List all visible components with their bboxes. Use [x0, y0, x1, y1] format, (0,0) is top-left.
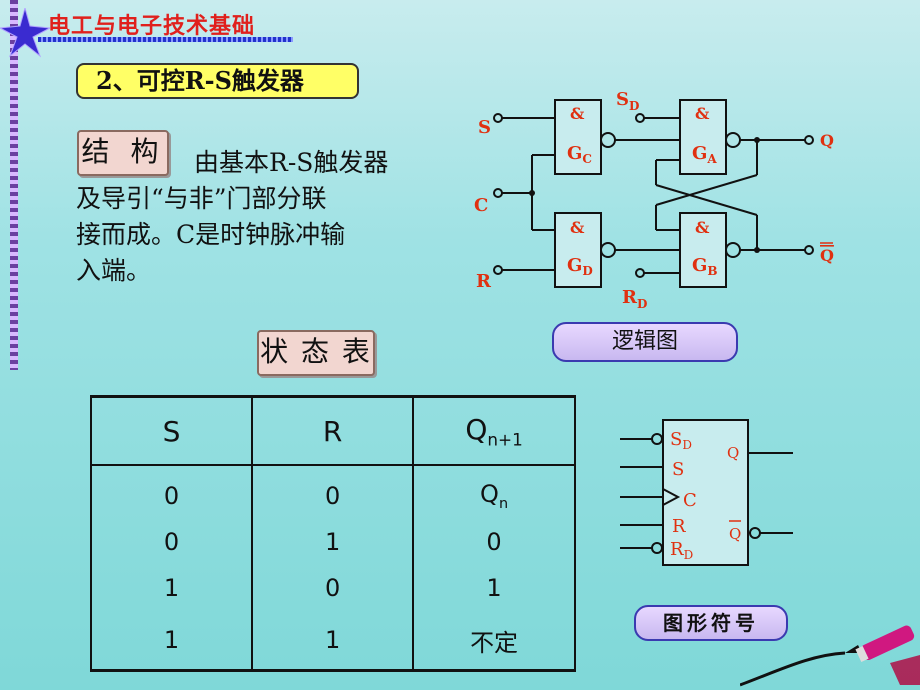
symbol-s-label: S — [672, 459, 684, 480]
symbol-q-label: Q — [727, 444, 739, 462]
svg-text:SD: SD — [670, 429, 692, 452]
gate-b-symbol: & — [695, 218, 710, 237]
desc-line-3: 接而成。C是时钟脉冲输 — [76, 220, 346, 249]
pen-icon — [740, 625, 920, 687]
logic-rd-sub: D — [637, 297, 647, 311]
svg-text:RD: RD — [622, 287, 647, 311]
svg-text:SD: SD — [616, 89, 639, 113]
star-icon — [0, 8, 50, 58]
symbol-sd-label: S — [670, 429, 682, 450]
graphic-symbol: SD S C R RD Q Q — [620, 419, 793, 566]
logic-sd-sub: D — [629, 99, 639, 113]
table-row: 0 0 Qn — [89, 465, 576, 519]
symbol-rd-label: R — [670, 539, 684, 560]
table-row: 1 1 不定 — [89, 611, 576, 672]
cell-q: 1 — [412, 565, 576, 611]
table-header-row: S R Qn+1 — [89, 395, 576, 466]
cell-q: 不定 — [412, 611, 576, 672]
cell-q: Qn — [412, 465, 576, 519]
logic-c-label: C — [474, 195, 488, 216]
cell-s: 0 — [89, 519, 254, 565]
desc-line-4: 入端。 — [76, 256, 152, 285]
cell-r: 0 — [251, 565, 415, 611]
cell-r: 0 — [251, 465, 415, 519]
gate-b-name: G — [692, 255, 707, 276]
table-row: 0 1 0 — [89, 519, 576, 565]
gate-d-symbol: & — [570, 218, 585, 237]
header-q: Qn+1 — [412, 395, 576, 466]
logic-diagram-caption: 逻辑图 — [552, 322, 738, 362]
cell-q-sub: n — [498, 495, 509, 512]
gate-d-sub: D — [582, 264, 592, 278]
header-underline — [38, 37, 293, 42]
header-q-main: Q — [465, 412, 488, 446]
state-table: S R Qn+1 0 0 Qn 0 1 0 1 0 1 1 1 不定 — [89, 395, 576, 672]
svg-text:RD: RD — [670, 539, 693, 562]
cell-q-main: Q — [480, 480, 499, 509]
section-title: 2、可控R-S触发器 — [76, 63, 359, 99]
symbol-c-label: C — [683, 490, 697, 511]
svg-text:GA: GA — [692, 143, 717, 166]
cell-r: 1 — [251, 611, 415, 672]
symbol-r-label: R — [672, 516, 686, 537]
symbol-sd-sub: D — [682, 438, 692, 452]
symbol-qbar-label: Q — [729, 525, 741, 543]
header-s: S — [89, 395, 254, 466]
logic-sd-label: S — [616, 89, 629, 110]
logic-q-label: Q — [820, 131, 834, 150]
gate-c-symbol: & — [570, 104, 585, 123]
header-title: 电工与电子技术基础 — [48, 14, 256, 39]
logic-rd-label: R — [622, 287, 638, 308]
gate-a-name: G — [692, 143, 707, 164]
state-table-tag: 状 态 表 — [257, 330, 375, 376]
svg-text:GB: GB — [692, 255, 718, 278]
cell-r: 1 — [251, 519, 415, 565]
gate-c-name: G — [567, 143, 582, 164]
svg-text:GD: GD — [567, 255, 593, 278]
logic-r-label: R — [476, 271, 492, 292]
symbol-rd-sub: D — [684, 548, 694, 562]
structure-tag: 结 构 — [77, 130, 169, 176]
decorative-vertical-bar — [10, 0, 18, 370]
graphic-symbol-caption: 图形符号 — [634, 605, 788, 641]
svg-text:GC: GC — [567, 143, 592, 166]
gate-a-sub: A — [706, 152, 717, 166]
header-r: R — [251, 395, 415, 466]
logic-s-label: S — [478, 117, 491, 138]
desc-line-2: 及导引“与非”门部分联 — [76, 184, 327, 213]
logic-diagram: S C R SD RD & GC & GA & GD & GB Q Q — [474, 89, 834, 311]
gate-a-symbol: & — [695, 104, 710, 123]
gate-c-sub: C — [582, 152, 592, 166]
header-q-sub: n+1 — [487, 429, 523, 450]
logic-qbar-label: Q — [820, 246, 834, 265]
cell-s: 0 — [89, 465, 254, 519]
cell-s: 1 — [89, 611, 254, 672]
structure-description: 由基本R-S触发器 及导引“与非”门部分联 接而成。C是时钟脉冲输 入端。 — [76, 145, 446, 289]
cell-q: 0 — [412, 519, 576, 565]
gate-b-sub: B — [707, 264, 717, 278]
cell-s: 1 — [89, 565, 254, 611]
table-row: 1 0 1 — [89, 565, 576, 611]
desc-line-1: 由基本R-S触发器 — [194, 148, 389, 177]
gate-d-name: G — [567, 255, 582, 276]
